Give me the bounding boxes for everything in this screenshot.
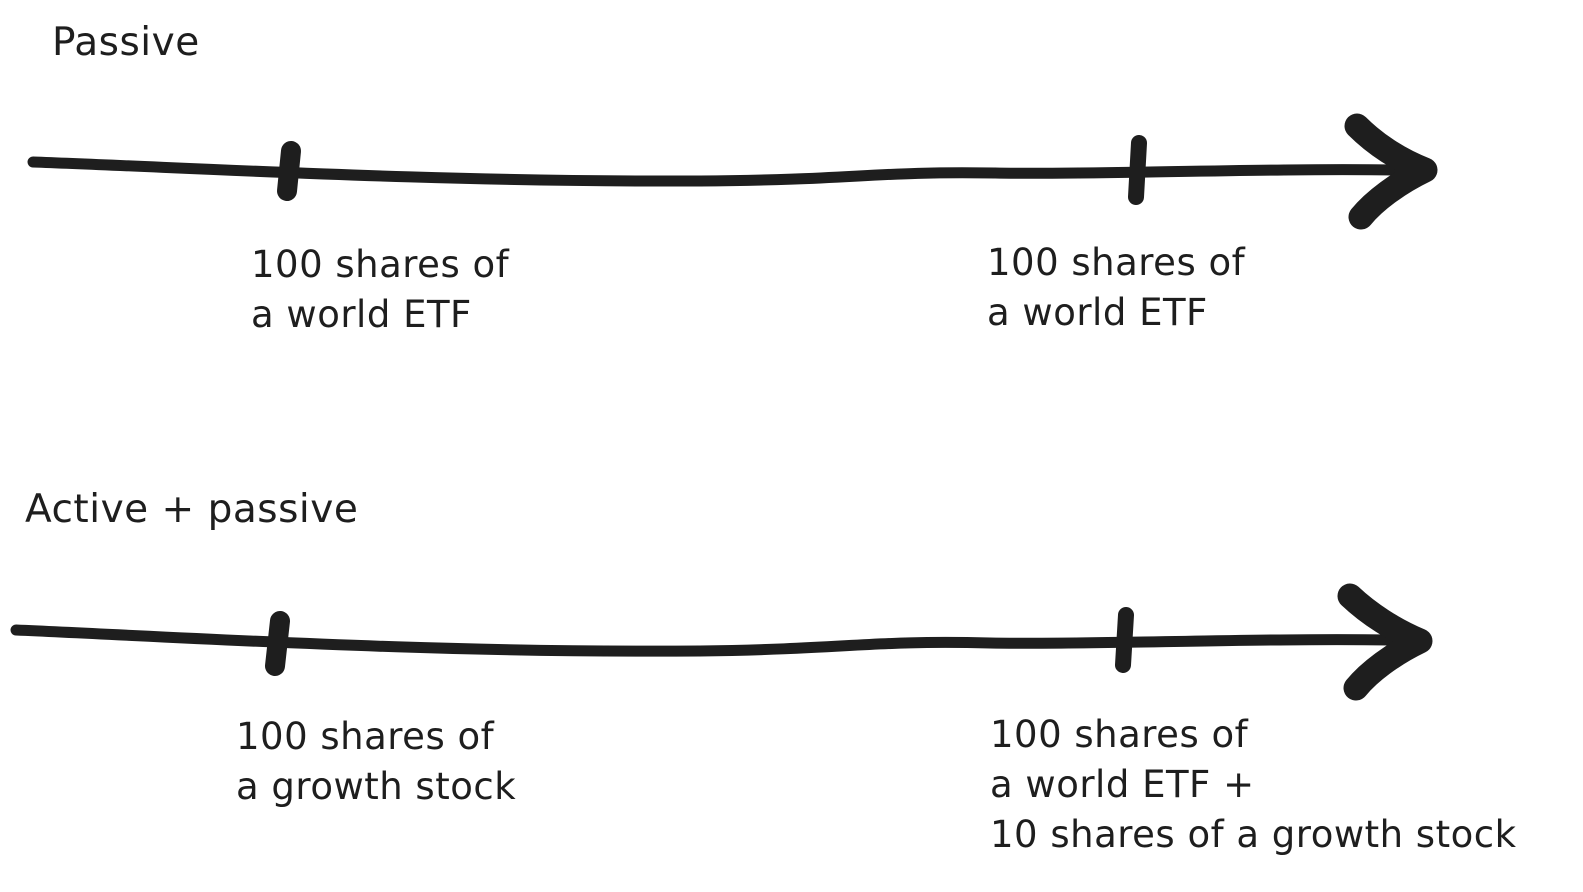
tick-label-line: 100 shares of	[251, 243, 510, 286]
tick-label-line: 100 shares of	[236, 715, 495, 758]
tick-label-line: a growth stock	[236, 765, 517, 808]
tick-label-line: a world ETF +	[990, 763, 1255, 806]
tick-label-line: a world ETF	[987, 291, 1208, 334]
tick-label-line: a world ETF	[251, 293, 472, 336]
arrowhead-icon	[1344, 113, 1438, 230]
tick-label-line: 100 shares of	[990, 713, 1249, 756]
section-title-passive: Passive	[52, 20, 200, 65]
tick-mark	[1115, 607, 1134, 673]
tick-label-active-later: 100 shares of a world ETF + 10 shares of…	[990, 710, 1517, 860]
arrowhead-icon	[1337, 583, 1433, 701]
timeline-passive	[27, 113, 1438, 230]
tick-label-passive-later: 100 shares of a world ETF	[987, 238, 1245, 338]
tick-mark	[1128, 135, 1147, 205]
axis-line	[10, 624, 1396, 657]
timeline-active-passive	[10, 583, 1433, 701]
tick-label-line: 10 shares of a growth stock	[990, 813, 1517, 856]
tick-label-passive-start: 100 shares of a world ETF	[251, 240, 509, 340]
tick-label-active-start: 100 shares of a growth stock	[236, 712, 516, 812]
section-title-active-passive: Active + passive	[25, 487, 359, 532]
tick-mark	[277, 141, 301, 201]
tick-label-line: 100 shares of	[987, 241, 1246, 284]
axis-line	[27, 156, 1402, 187]
tick-mark	[265, 611, 290, 676]
